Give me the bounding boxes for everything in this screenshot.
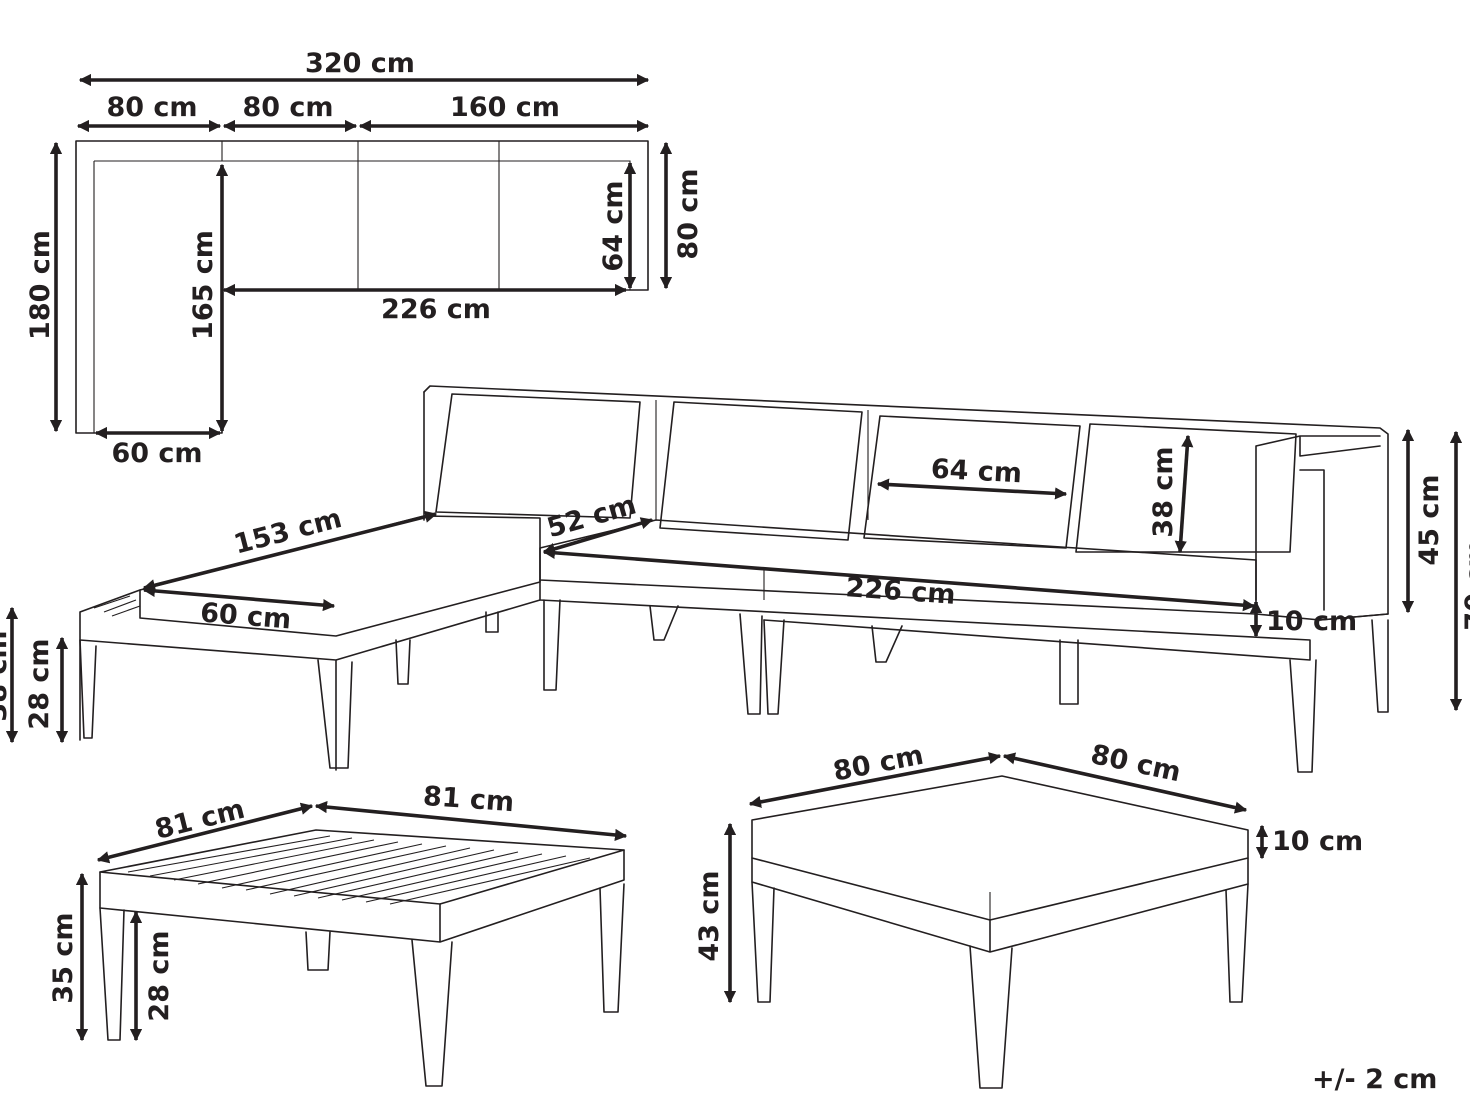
ottoman-leg (969, 945, 1013, 1089)
sofa-leg (317, 659, 353, 769)
label-plan-64: 64 cm (598, 180, 629, 271)
sofa-leg (1289, 659, 1317, 773)
sofa-leg (871, 625, 903, 663)
label-plan-160: 160 cm (450, 92, 560, 123)
dim-arrow-80-ottoman-depth (748, 752, 1002, 808)
label-plan-60: 60 cm (111, 438, 202, 469)
label-plan-80-depth: 80 cm (673, 168, 704, 259)
label-table-81-width: 81 cm (422, 781, 515, 818)
label-sofa-70: 70 cm (1460, 539, 1470, 630)
ottoman-frame (751, 857, 1249, 953)
sofa-leg (763, 619, 785, 715)
dim-arrow-38-cushion (1174, 434, 1194, 554)
ottoman-leg (751, 881, 775, 1003)
label-plan-320: 320 cm (305, 48, 415, 79)
ottoman-view: 80 cm 80 cm 10 cm 43 cm (694, 739, 1363, 1089)
plan-view: 320 cm 80 cm 80 cm 160 cm 180 cm 165 cm … (25, 48, 704, 469)
dim-arrow-226-seat (542, 546, 1256, 612)
dim-arrow-153 (142, 510, 438, 592)
table-apron (99, 849, 625, 943)
label-ottoman-80-width: 80 cm (1088, 739, 1184, 788)
table-leg (99, 907, 125, 1041)
dim-arrow-81-width (314, 800, 628, 842)
label-sofa-64: 64 cm (930, 454, 1023, 490)
label-plan-165: 165 cm (188, 230, 219, 340)
sofa-leg (543, 599, 561, 691)
label-sofa-38-cushion: 38 cm (1148, 446, 1179, 537)
back-cushion (1075, 423, 1297, 553)
back-cushion (659, 401, 863, 541)
dim-arrow-81-depth (96, 802, 314, 864)
label-sofa-45: 45 cm (1414, 474, 1445, 565)
label-plan-80-corner: 80 cm (242, 92, 333, 123)
label-plan-226: 226 cm (381, 294, 491, 325)
tolerance-note: +/- 2 cm (1312, 1064, 1437, 1095)
sofa-leg (739, 613, 763, 715)
table-leg (305, 931, 331, 971)
label-sofa-226: 226 cm (845, 572, 957, 611)
label-plan-80-chaise: 80 cm (106, 92, 197, 123)
ottoman-cushion (751, 775, 1249, 921)
label-ottoman-43: 43 cm (694, 870, 725, 961)
label-table-28: 28 cm (144, 930, 175, 1021)
label-sofa-38-left: 38 cm (0, 630, 13, 721)
sofa-leg (1371, 619, 1389, 713)
table-leg (411, 939, 453, 1087)
dim-arrow-80-ottoman-width (1002, 752, 1248, 814)
plan-outline (75, 140, 649, 434)
label-plan-180: 180 cm (25, 230, 56, 340)
label-ottoman-10: 10 cm (1272, 826, 1363, 857)
dim-arrow-52 (542, 517, 654, 555)
label-table-35: 35 cm (48, 912, 79, 1003)
sofa-leg (649, 605, 679, 641)
label-sofa-10: 10 cm (1266, 606, 1357, 637)
sofa-leg (79, 639, 97, 739)
plan-back-line (94, 160, 631, 290)
ottoman-leg (1225, 883, 1249, 1003)
sofa-leg (1059, 639, 1079, 705)
sofa-leg (485, 611, 499, 633)
label-table-81-depth: 81 cm (152, 794, 248, 846)
sofa-right-arm (1255, 435, 1381, 611)
dim-arrow-60-chaise (142, 584, 336, 612)
label-sofa-60: 60 cm (199, 597, 292, 635)
sofa-leg (395, 639, 411, 685)
table-leg (599, 883, 625, 1013)
chaise-slat (93, 595, 141, 617)
sofa-view: 153 cm 60 cm 52 cm 226 cm 64 cm 38 cm 45… (0, 385, 1470, 773)
table-view: 81 cm 81 cm 35 cm 28 cm (48, 781, 628, 1087)
label-sofa-28: 28 cm (24, 638, 55, 729)
dim-arrow-64-cushion (876, 478, 1068, 500)
main-seat-frame (539, 579, 1389, 661)
table-slats (127, 835, 591, 905)
chaise-frame (79, 589, 541, 771)
